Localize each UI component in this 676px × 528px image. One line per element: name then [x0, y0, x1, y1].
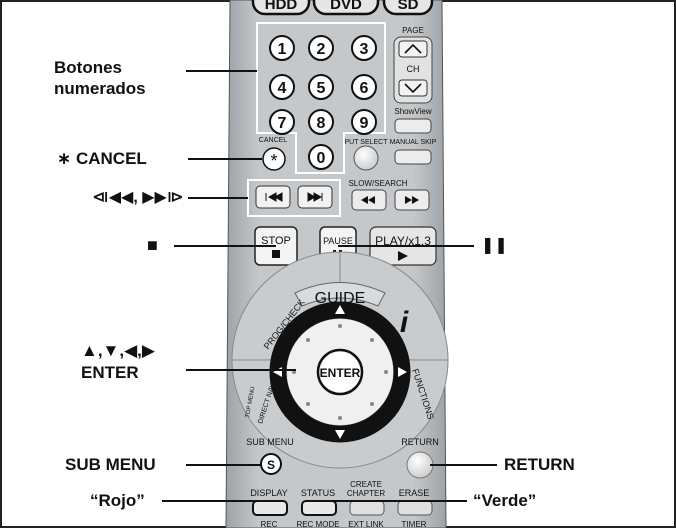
digit-label: 5 [317, 80, 326, 97]
enter-button[interactable]: ENTER [316, 348, 364, 396]
skip-forward-icon [307, 192, 323, 202]
callout-green: “Verde” [473, 491, 537, 510]
dvd-tab-label: DVD [330, 0, 362, 13]
fast-forward-button[interactable] [394, 189, 430, 211]
chevron-up-icon [404, 43, 422, 54]
showview-label: ShowView [394, 107, 431, 116]
enter-label: ENTER [320, 366, 361, 380]
numpad-outline [256, 22, 386, 174]
callout-stop: ■ [147, 235, 158, 255]
callout-arrows-enter: ▲,▼,◀,▶ ENTER [81, 341, 155, 382]
slow-search-label: SLOW/SEARCH [348, 179, 407, 188]
red-button[interactable] [252, 500, 288, 516]
sub-menu-key: S [267, 458, 275, 472]
digit-label: 4 [278, 80, 287, 97]
blue-button[interactable] [397, 500, 433, 516]
info-icon[interactable]: i [400, 306, 409, 339]
digit-label: 0 [317, 150, 326, 167]
cancel-small-label: CANCEL [259, 137, 288, 144]
chevron-down-icon [404, 83, 422, 94]
green-button[interactable] [301, 500, 337, 516]
sd-tab-label: SD [398, 0, 419, 13]
digit-label: 8 [317, 115, 326, 132]
cancel-button[interactable]: * [262, 147, 286, 171]
manual-skip-button[interactable] [394, 149, 432, 165]
digit-button-7[interactable]: 7 [269, 109, 295, 135]
hdd-tab[interactable] [251, 0, 311, 16]
top-tabs: HDD DVD SD [251, 0, 434, 16]
digit-buttons: 1 2 3 4 5 6 7 8 9 0 [269, 35, 377, 170]
callout-pause: ❚❚ [481, 237, 508, 254]
input-select-label: PUT SELECT [344, 139, 388, 146]
sd-tab[interactable] [382, 0, 434, 16]
callout-cancel: ∗ CANCEL [57, 149, 147, 168]
rewind-button[interactable] [351, 189, 387, 211]
create-chapter-label: CREATE [350, 480, 382, 489]
leader-lines [162, 70, 497, 502]
digit-button-2[interactable]: 2 [308, 35, 334, 61]
digit-button-5[interactable]: 5 [308, 74, 334, 100]
digit-button-6[interactable]: 6 [351, 74, 377, 100]
digit-label: 6 [360, 80, 369, 97]
callout-red: “Rojo” [90, 491, 145, 510]
digit-button-1[interactable]: 1 [269, 35, 295, 61]
page-label: PAGE [402, 26, 424, 35]
digit-label: 1 [278, 41, 287, 58]
callout-numbered-buttons: Botones numerados [54, 58, 146, 98]
timer-label: TIMER [402, 520, 427, 528]
skip-back-button[interactable] [255, 185, 291, 209]
ch-down-button[interactable] [398, 79, 428, 97]
asterisk-icon: * [270, 151, 277, 171]
manual-skip-label: MANUAL SKIP [390, 139, 437, 146]
display-label: DISPLAY [250, 488, 287, 498]
ext-link-label: EXT LINK [348, 520, 384, 528]
digit-button-9[interactable]: 9 [351, 109, 377, 135]
play-label: PLAY/x1.3 [375, 234, 431, 248]
digit-label: 2 [317, 41, 326, 58]
callout-skip: ⧏◀◀, ▶▶⧐ [92, 189, 184, 206]
fast-forward-icon [405, 196, 419, 204]
return-button[interactable] [406, 451, 434, 479]
rewind-icon [361, 196, 375, 204]
navigation-cluster: GUIDE PROG/CHECK i FUNCTIONS TOP MENU DI… [231, 251, 449, 469]
pause-label: PAUSE [323, 236, 353, 246]
ch-up-button[interactable] [398, 40, 428, 58]
sub-menu-small-label: SUB MENU [246, 437, 294, 447]
yellow-button[interactable] [349, 500, 385, 516]
digit-button-3[interactable]: 3 [351, 35, 377, 61]
play-icon [398, 251, 408, 261]
rec-label: REC [261, 520, 278, 528]
showview-button[interactable] [394, 118, 432, 134]
stop-label: STOP [261, 235, 291, 247]
digit-label: 7 [278, 115, 287, 132]
dvd-tab[interactable] [312, 0, 380, 16]
input-select-button[interactable] [353, 145, 379, 171]
ch-label: CH [407, 64, 420, 74]
rec-mode-label: REC MODE [296, 520, 339, 528]
skip-forward-button[interactable] [297, 185, 333, 209]
top-menu-label: TOP MENU [245, 386, 256, 418]
callout-return: RETURN [504, 455, 575, 474]
create-chapter-label-2: CHAPTER [347, 489, 385, 498]
hdd-tab-label: HDD [265, 0, 298, 13]
digit-button-8[interactable]: 8 [308, 109, 334, 135]
right-arrow-icon[interactable] [398, 367, 407, 377]
digit-button-4[interactable]: 4 [269, 74, 295, 100]
down-arrow-icon[interactable] [335, 430, 345, 439]
erase-label: ERASE [399, 488, 430, 498]
sub-menu-button[interactable]: S [260, 453, 282, 475]
status-label: STATUS [301, 488, 335, 498]
callout-sub-menu: SUB MENU [65, 455, 156, 474]
up-arrow-icon[interactable] [335, 305, 345, 314]
stop-icon [272, 250, 280, 258]
return-small-label: RETURN [401, 437, 439, 447]
guide-button[interactable] [294, 282, 386, 307]
digit-label: 3 [360, 41, 369, 58]
skip-back-icon [265, 192, 283, 202]
digit-button-0[interactable]: 0 [308, 144, 334, 170]
digit-label: 9 [360, 115, 369, 132]
